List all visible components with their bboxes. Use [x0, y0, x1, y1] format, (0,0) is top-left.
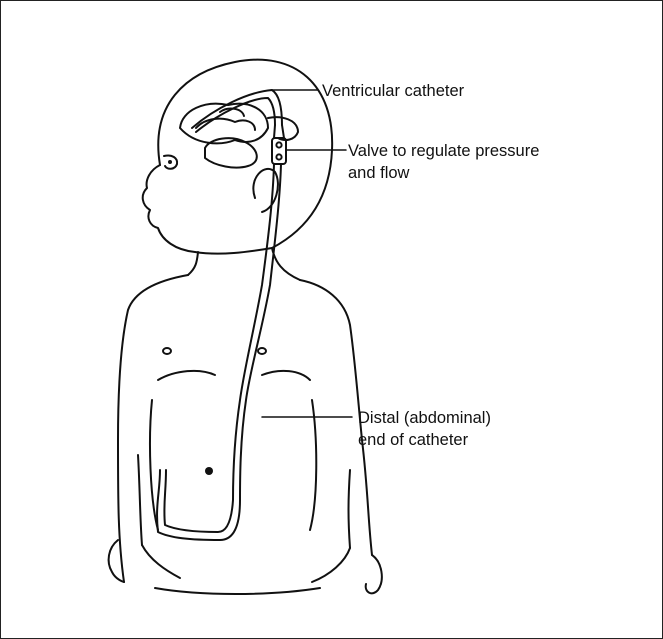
- head-outline: [158, 60, 332, 248]
- right-hand: [366, 555, 382, 593]
- shunt-catheter: [157, 90, 286, 540]
- valve-label-line1: Valve to regulate pressure: [348, 140, 539, 162]
- belly-curve-right: [310, 400, 316, 530]
- distal-label-line1: Distal (abdominal): [358, 407, 491, 429]
- torso-right: [312, 548, 350, 582]
- ventricular-catheter-label: Ventricular catheter: [322, 80, 464, 102]
- left-nipple: [163, 348, 171, 354]
- face-profile: [143, 165, 272, 254]
- left-shoulder-arm: [118, 275, 188, 582]
- distal-label-line2: end of catheter: [358, 429, 468, 451]
- chest-contour-left: [158, 371, 215, 380]
- navel: [205, 467, 213, 475]
- chest-contour-right: [262, 371, 310, 380]
- hip-line: [155, 588, 320, 594]
- right-inner-arm: [349, 470, 351, 548]
- neck-left: [188, 252, 198, 275]
- left-inner-arm: [138, 455, 142, 545]
- valve-label-line2: and flow: [348, 162, 409, 184]
- torso-left: [142, 545, 180, 578]
- right-nipple: [258, 348, 266, 354]
- child-body-outline: [109, 60, 382, 594]
- leader-lines: [262, 90, 352, 417]
- neck-right: [272, 248, 300, 280]
